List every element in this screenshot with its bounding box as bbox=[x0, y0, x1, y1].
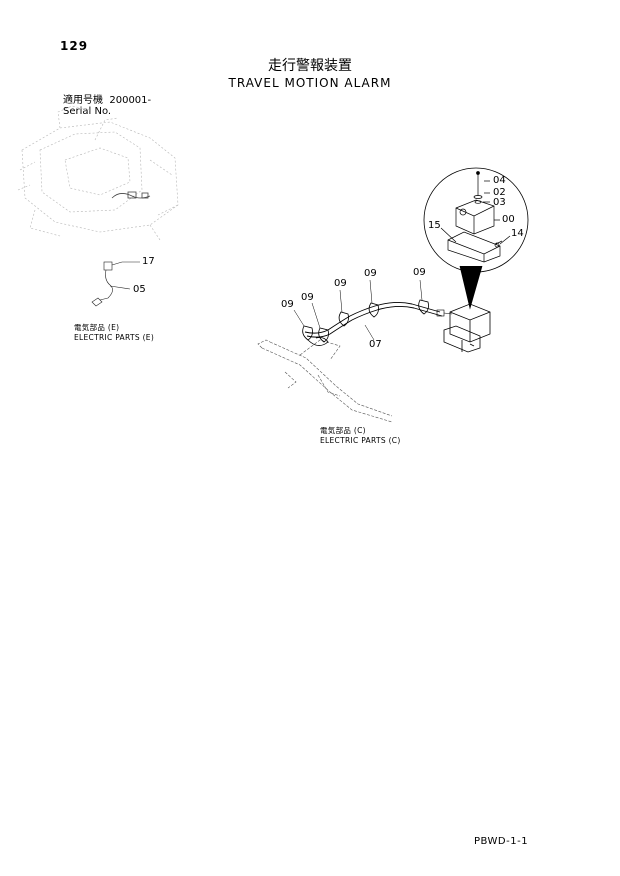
callout-09: 09 bbox=[281, 299, 294, 310]
callout-09: 09 bbox=[301, 292, 314, 303]
detail-parts bbox=[440, 171, 511, 263]
screw-14 bbox=[495, 240, 503, 245]
overview-highlight bbox=[111, 191, 151, 199]
page-number: 129 bbox=[60, 39, 89, 53]
leader-07-line bbox=[364, 324, 375, 341]
sensor-harness-assembly bbox=[91, 261, 140, 307]
mount-hole bbox=[459, 208, 467, 216]
alarm-body-00 bbox=[455, 199, 495, 235]
callout-04: 04 bbox=[493, 175, 506, 186]
title-english: TRAVEL MOTION ALARM bbox=[228, 76, 392, 90]
callout-00: 00 bbox=[502, 214, 515, 225]
callout-17: 17 bbox=[142, 256, 155, 267]
harness-wire bbox=[304, 301, 443, 338]
sensor-connector bbox=[103, 261, 113, 271]
serial-label-jp: 適用号機 bbox=[63, 95, 103, 106]
callout-03: 03 bbox=[493, 197, 506, 208]
callout-09: 09 bbox=[413, 267, 426, 278]
leader-15 bbox=[440, 227, 457, 243]
clamp-d bbox=[368, 302, 379, 318]
alarm-connector bbox=[436, 309, 453, 317]
leader-lines-09 bbox=[293, 279, 423, 341]
washer-02 bbox=[473, 195, 483, 199]
leader-05-line bbox=[109, 285, 131, 290]
callout-09: 09 bbox=[334, 278, 347, 289]
ref-electric-e-jp: 電気部品 (E) bbox=[74, 323, 120, 332]
ref-electric-c-jp: 電気部品 (C) bbox=[320, 426, 366, 435]
ref-electric-e-en: ELECTRIC PARTS (E) bbox=[74, 333, 155, 342]
clamp-b bbox=[318, 327, 329, 343]
harness-end-connector bbox=[91, 297, 103, 307]
frame-bracket bbox=[257, 339, 393, 423]
callout-02: 02 bbox=[493, 187, 506, 198]
alarm-unit bbox=[443, 303, 491, 353]
clamp-e bbox=[418, 299, 429, 315]
detail-pointer bbox=[459, 265, 483, 310]
leader-17-line bbox=[111, 261, 140, 266]
callout-05: 05 bbox=[133, 284, 146, 295]
footer-code: PBWD-1-1 bbox=[474, 836, 529, 847]
callout-15: 15 bbox=[428, 220, 441, 231]
serial-label: 適用号機 200001- bbox=[63, 96, 151, 106]
detail-view bbox=[423, 167, 529, 310]
clamps-09 bbox=[302, 299, 429, 346]
callout-07: 07 bbox=[369, 339, 382, 350]
title-japanese: 走行警報装置 bbox=[268, 58, 352, 74]
serial-value: 200001- bbox=[109, 95, 152, 106]
ref-electric-c-en: ELECTRIC PARTS (C) bbox=[320, 436, 401, 445]
clamp-c bbox=[338, 311, 349, 327]
callout-14: 14 bbox=[511, 228, 524, 239]
bracket-15 bbox=[447, 231, 501, 263]
serial-label-en: Serial No. bbox=[63, 106, 112, 117]
callout-09: 09 bbox=[364, 268, 377, 279]
leader-14 bbox=[499, 235, 511, 245]
excavator-overview bbox=[17, 105, 179, 241]
